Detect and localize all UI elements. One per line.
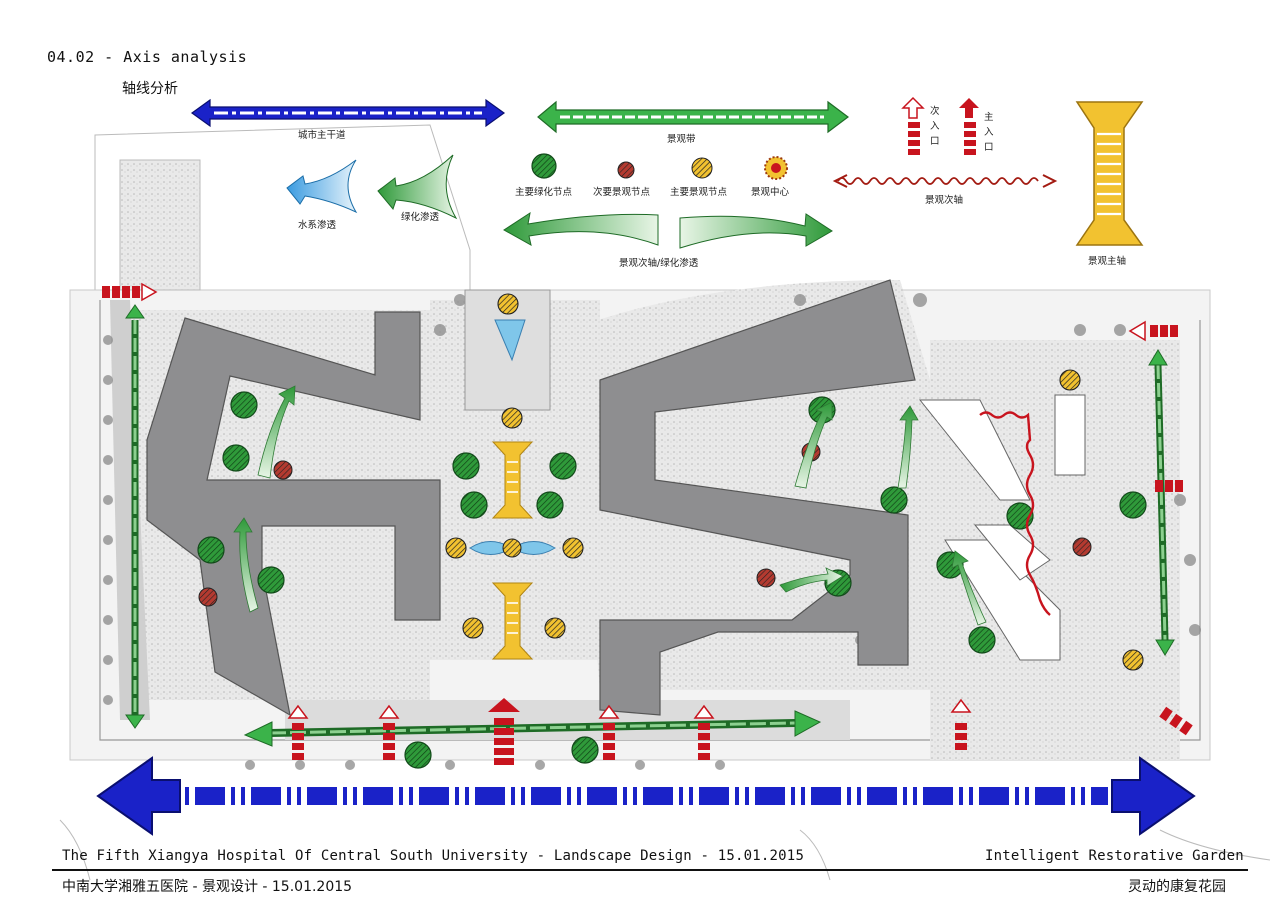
label-main-entrance: 主入口 — [984, 112, 994, 153]
secondary-node-markers — [198, 442, 1092, 607]
page-subtitle: 轴线分析 — [122, 81, 178, 97]
label-main-axis: 景观主轴 — [1088, 256, 1127, 267]
footer-tagline-cn: 灵动的康复花园 — [1128, 879, 1226, 895]
legend-nodes — [531, 153, 788, 180]
legend-secondary-axis-green — [503, 211, 833, 249]
label-secondary-axis-green: 景观次轴/绿化渗透 — [619, 258, 699, 269]
legend-landscape-belt — [537, 100, 849, 134]
label-main-road: 城市主干道 — [298, 130, 346, 141]
footer-tagline-en: Intelligent Restorative Garden — [985, 848, 1244, 864]
footer-divider — [52, 869, 1248, 871]
label-secondary-node: 次要景观节点 — [593, 187, 651, 198]
main-node-icon — [691, 157, 713, 179]
building-left — [146, 311, 441, 717]
main-axis-on-site — [491, 441, 534, 660]
legend-main-road — [190, 98, 506, 128]
label-secondary-entrance: 次入口 — [930, 106, 940, 147]
secondary-node-icon — [617, 161, 635, 179]
label-secondary-axis: 景观次轴 — [925, 195, 964, 206]
label-water-penetration: 水系渗透 — [298, 220, 337, 231]
hospital-buildings — [146, 279, 916, 717]
water-penetration-icon — [286, 159, 358, 214]
south-entrances — [287, 698, 972, 765]
label-green-penetration: 绿化渗透 — [401, 212, 440, 223]
site-entrances — [102, 282, 1193, 765]
site-secondary-axis — [979, 411, 1051, 616]
footer-title-en: The Fifth Xiangya Hospital Of Central So… — [62, 848, 805, 864]
label-landscape-belt: 景观带 — [667, 134, 696, 145]
fountain-icon — [494, 319, 526, 362]
legend-main-axis — [1075, 101, 1144, 246]
green-node-icon — [531, 153, 557, 179]
main-entrance-icon — [959, 98, 979, 118]
site-green-arrows — [233, 385, 987, 626]
main-node-markers — [445, 293, 1144, 671]
label-main-node: 主要景观节点 — [670, 187, 728, 198]
label-center: 景观中心 — [751, 187, 790, 198]
east-wing-structures — [918, 394, 1086, 661]
city-road-arrow — [96, 756, 1196, 836]
legend-entrances — [901, 96, 979, 155]
page-title: 04.02 - Axis analysis — [47, 48, 248, 66]
label-green-node: 主要绿化节点 — [515, 187, 573, 198]
legend-secondary-axis — [832, 174, 1058, 188]
green-penetration-icon — [377, 154, 458, 220]
building-center-right — [599, 279, 916, 716]
legend-penetrations — [286, 154, 458, 220]
footer-title-cn: 中南大学湘雅五医院 - 景观设计 - 15.01.2015 — [62, 879, 353, 895]
secondary-entrance-icon — [901, 96, 925, 119]
